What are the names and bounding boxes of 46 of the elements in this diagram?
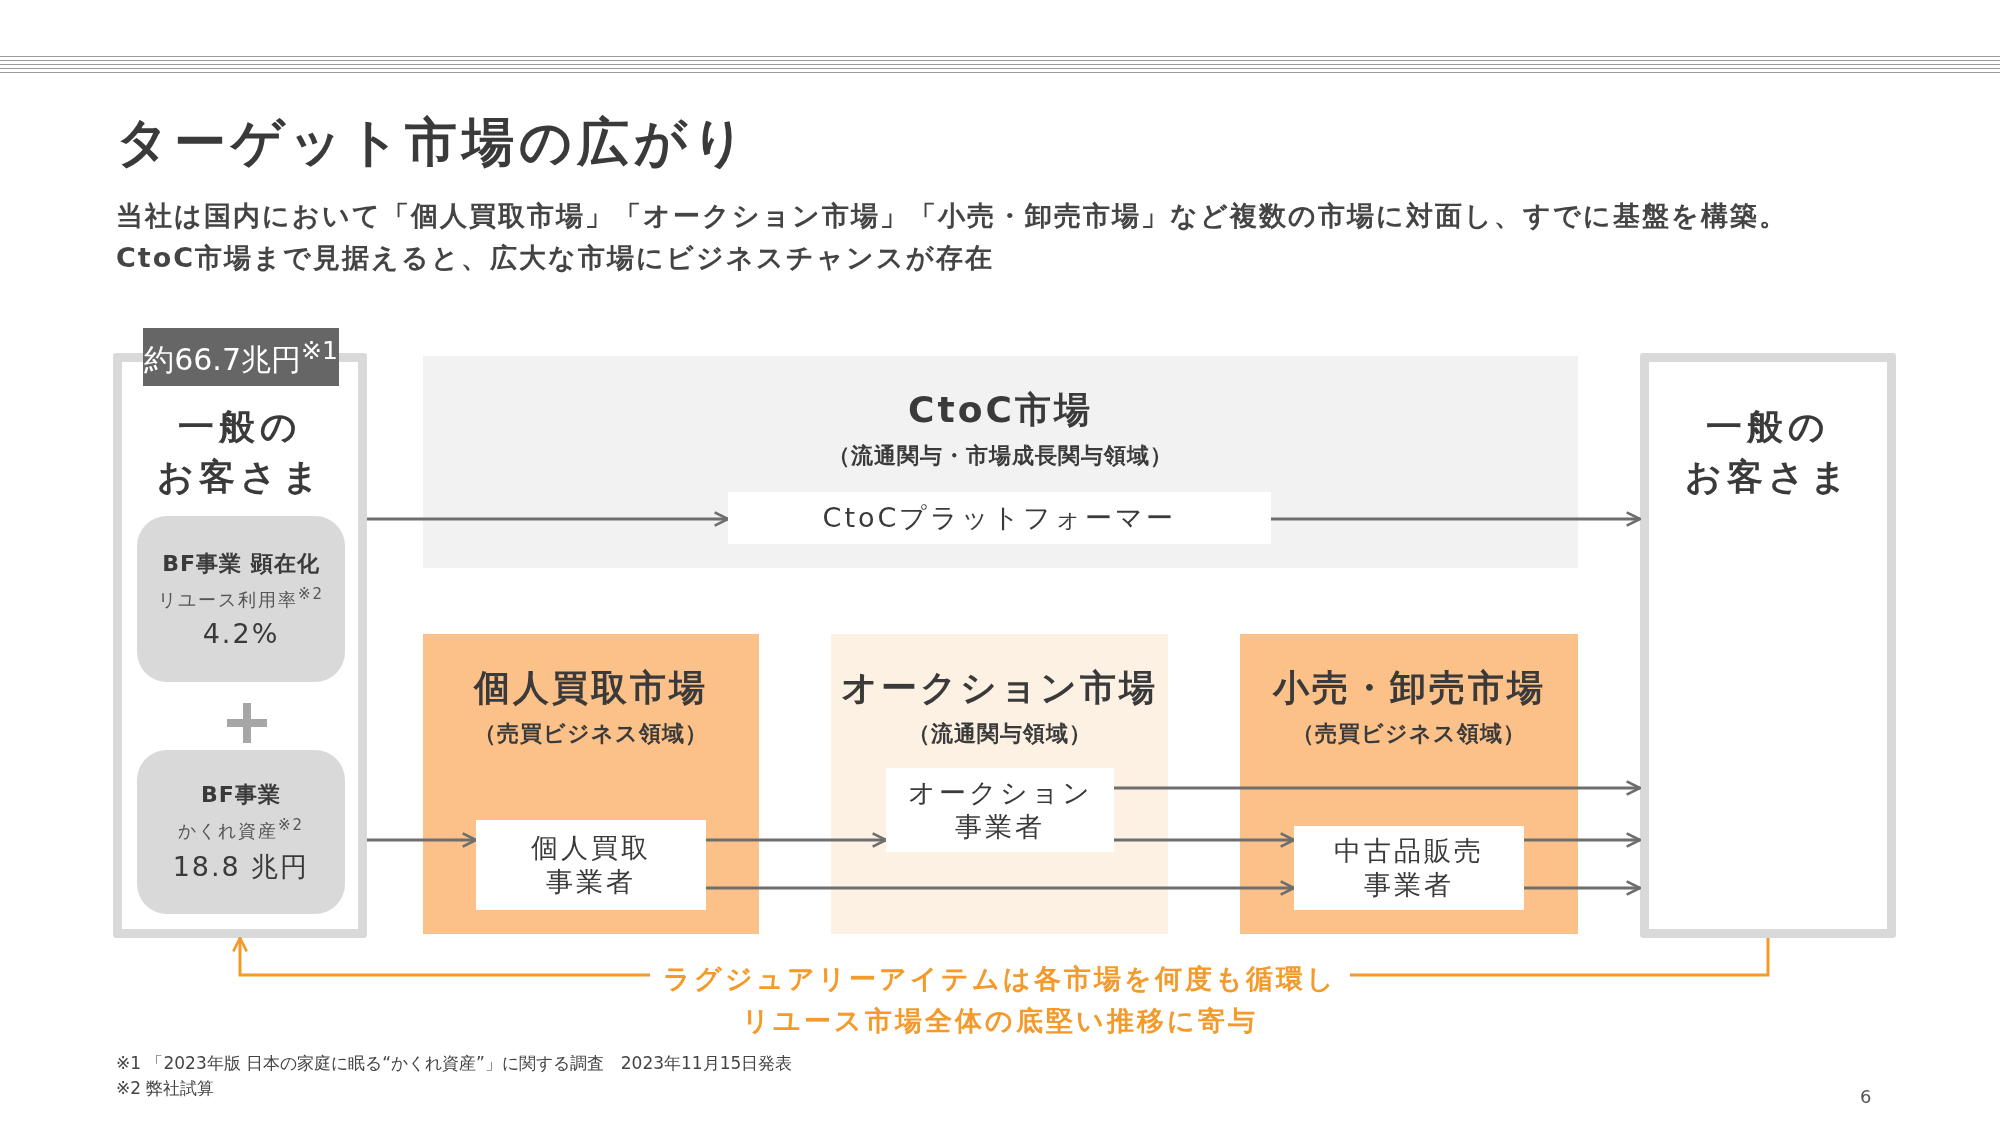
flow-arrow [367,832,478,848]
node-text: リユース利用率$^{※2}$ [157,585,325,612]
intro-text: 当社は国内において「個人買取市場」「オークション市場」「小売・卸売市場」など複数の市場に対面し、すでに基盤を構築。CtoC市場まで見据えると、広大な市場にビジネスチャンスが存在 [116,199,1789,275]
node-text: 個人買取事業者 [531,831,651,899]
node-text: オークション事業者 [907,776,1093,844]
node-text: かくれ資産$^{※2}$ [177,815,305,843]
flow-arrow [706,832,888,848]
business-box [476,820,706,910]
market-band [1240,634,1578,934]
footnote: ※1 「2023年版 日本の家庭に眠る“かくれ資産”」に関する調査 2023年11月15日発表 [116,1052,793,1075]
node-text: 4.2% [202,618,280,649]
node-text: 一般のお客さま [156,405,324,499]
node-text: 個人買取市場 [474,666,708,710]
node-text: BF事業 [201,780,281,809]
node-text: 18.8 兆円 [172,849,310,884]
flow-arrow [1524,832,1642,848]
page-title: ターゲット市場の広がり [116,111,750,174]
customer-box [1640,353,1896,938]
flow-arrow [1271,511,1642,527]
metric-card [137,750,345,914]
flow-arrow [1114,832,1296,848]
flow-arrow [1524,880,1642,896]
node-text: オークション市場 [841,666,1158,710]
node-text: CtoC市場 [908,388,1093,432]
node-text: BF事業 顕在化 [162,550,320,578]
node-text: CtoCプラットフォーマー [822,501,1177,535]
flow-arrow [706,880,1296,896]
business-box [886,768,1114,852]
footnote: ※2 弊社試算 [116,1077,215,1100]
node-text: （売買ビジネス領域） [1292,720,1526,748]
business-box [728,492,1271,544]
market-band [831,634,1168,934]
market-band [423,356,1578,568]
market-size-badge: 約66.7兆円$^{※1}$ [143,328,339,386]
node-text: （流通関与領域） [907,720,1092,748]
business-box [1294,826,1524,910]
node-text: 小売・卸売市場 [1272,666,1546,710]
page-number: 6 [1860,1086,1872,1107]
market-band [423,634,759,934]
node-text: （流通関与・市場成長関与領域） [828,442,1173,470]
flow-arrow [1114,780,1642,796]
node-text: （売買ビジネス領域） [474,720,708,748]
node-text: 中古品販売事業者 [1334,834,1484,902]
flow-arrow [367,511,730,527]
node-text: 一般のお客さま [1684,405,1852,499]
metric-card [137,516,345,682]
